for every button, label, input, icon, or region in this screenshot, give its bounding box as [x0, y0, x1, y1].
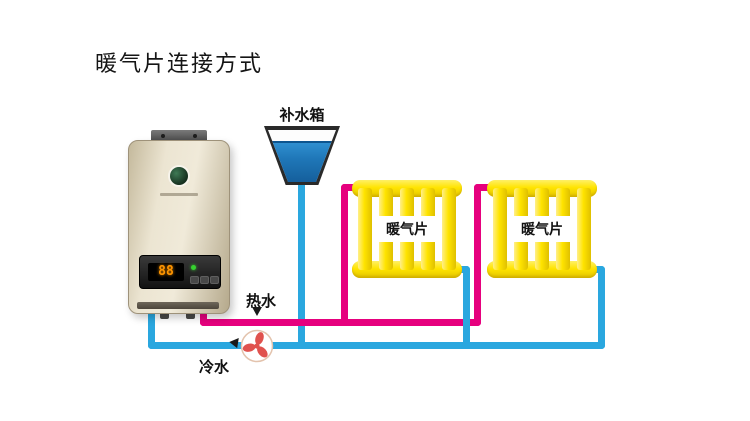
boiler-power-led — [191, 265, 196, 270]
hot-pipe-main — [200, 319, 481, 326]
boiler-control-panel: 88 — [139, 255, 221, 289]
radiator-1-label: 暖气片 — [372, 216, 442, 242]
hot-riser-1 — [341, 184, 348, 326]
radiator-2: 暖气片 — [487, 180, 597, 278]
hot-elbow-1 — [341, 184, 360, 191]
radiator-fin — [577, 188, 591, 270]
hot-water-label: 热水 — [246, 293, 277, 310]
cold-drop-2 — [598, 266, 605, 349]
water-tank-inner — [268, 130, 336, 182]
tank-label: 补水箱 — [279, 107, 325, 124]
hot-riser-2 — [474, 184, 481, 326]
radiator-1: 暖气片 — [352, 180, 462, 278]
pump-icon — [240, 329, 274, 363]
boiler-display: 88 — [148, 263, 184, 281]
radiator-fin — [493, 188, 507, 270]
boiler-logo-icon — [170, 167, 188, 185]
radiator-fin — [442, 188, 456, 270]
tank-feed-pipe — [298, 180, 305, 349]
cold-pipe-boiler-inlet — [148, 300, 155, 349]
boiler-unit: 88 — [128, 140, 230, 314]
hot-flow-arrow-icon — [252, 307, 262, 316]
boiler-mount-bracket — [151, 130, 207, 142]
boiler-button — [200, 276, 209, 284]
bracket-hole — [193, 134, 197, 138]
cold-drop-1 — [463, 266, 470, 349]
cold-pipe-main — [148, 342, 605, 349]
cold-water-label: 冷水 — [199, 359, 230, 376]
boiler-brand-line — [160, 193, 198, 196]
boiler-button — [190, 276, 199, 284]
radiator-2-label: 暖气片 — [507, 216, 577, 242]
water-fill — [268, 141, 336, 182]
radiator-fin — [358, 188, 372, 270]
hot-elbow-2 — [474, 184, 495, 191]
boiler-button — [210, 276, 219, 284]
boiler-bottom-strip — [137, 302, 219, 309]
bracket-hole — [161, 134, 165, 138]
water-tank — [264, 126, 340, 185]
diagram-title: 暖气片连接方式 — [95, 51, 264, 76]
